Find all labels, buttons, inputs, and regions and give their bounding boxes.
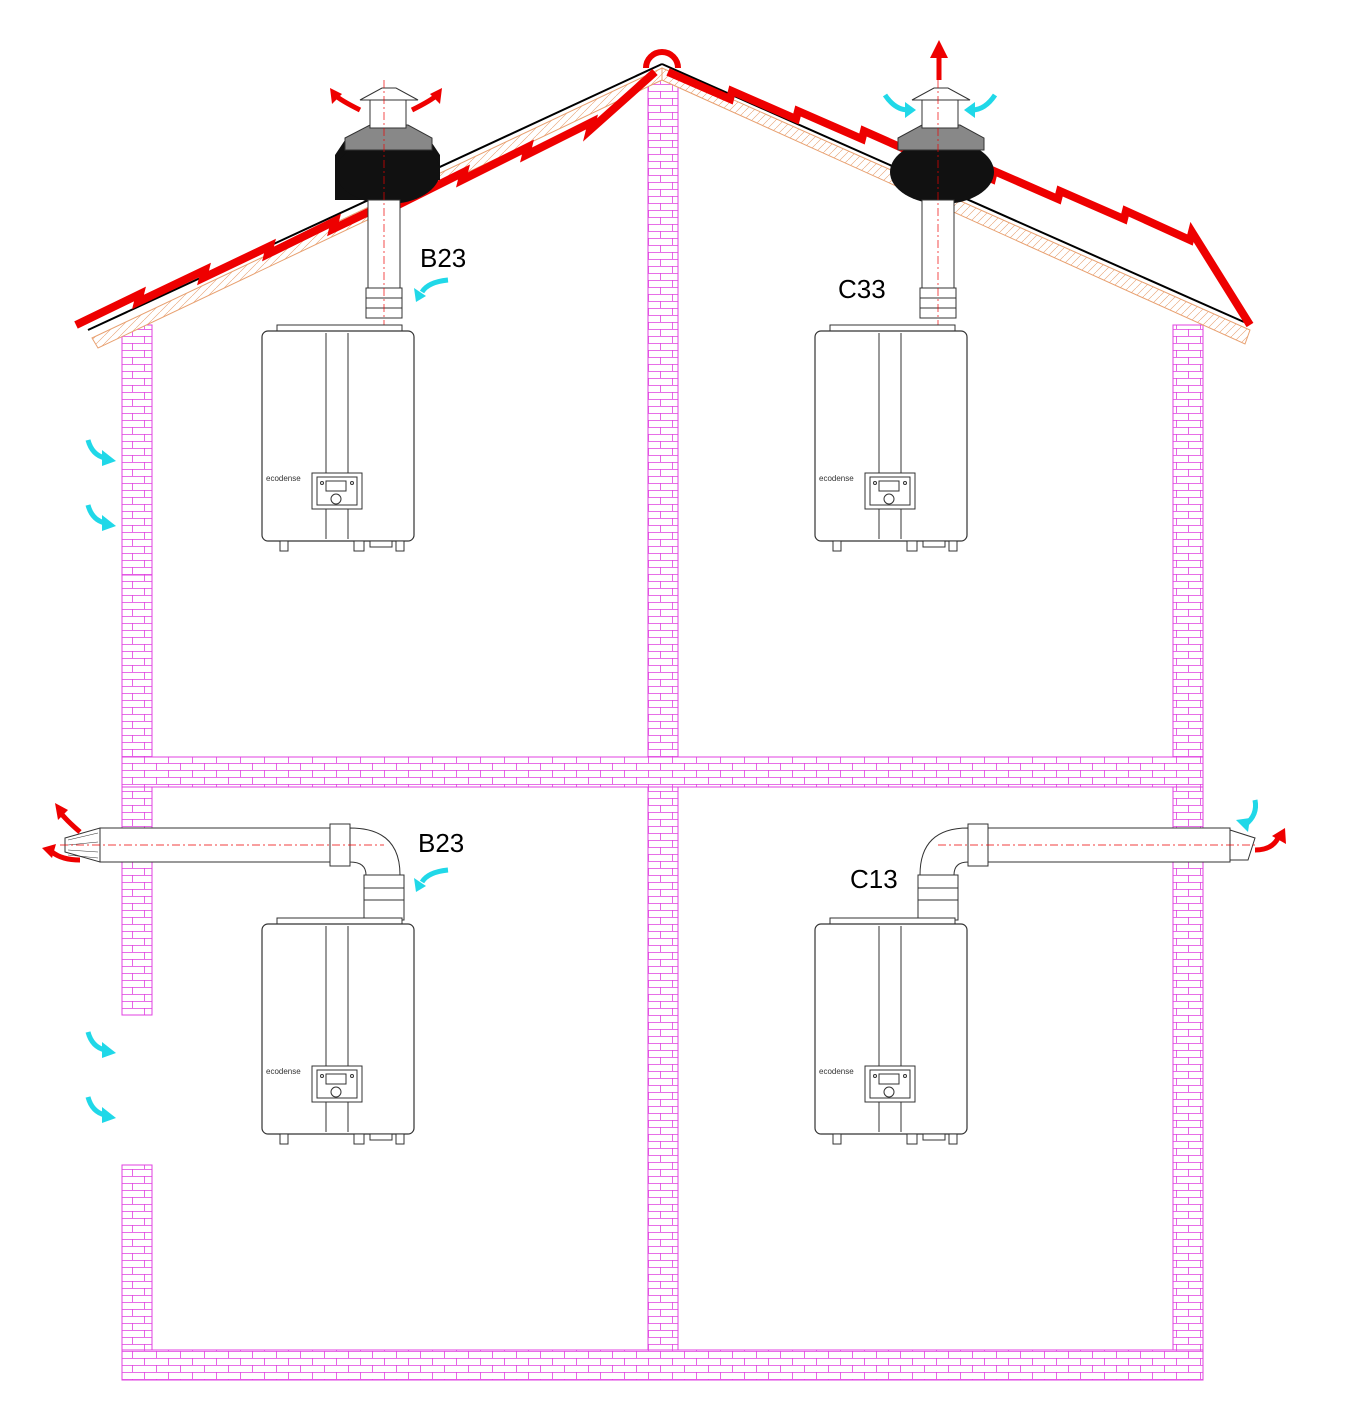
middle-floor [121, 756, 1204, 788]
boiler-brand-logo: ecodense [819, 1067, 854, 1076]
roof-timber-right [661, 67, 1251, 345]
roof-tiles-left [74, 69, 658, 329]
exhaust-arrow [1254, 836, 1281, 853]
intake-arrow [882, 93, 909, 113]
label-bottom-left: B23 [418, 828, 464, 858]
boiler-brand-logo: ecodense [266, 1067, 301, 1076]
boiler-unit: ecodense [814, 917, 968, 1145]
boiler-unit: ecodense [261, 917, 415, 1145]
exhaust-arrow [50, 849, 81, 863]
boiler-brand-logo: ecodense [266, 474, 301, 483]
flue-bottom-right [917, 823, 1256, 921]
house-walls [121, 79, 1204, 1381]
airflow-arrows [42, 40, 1286, 1123]
flue-bottom-left [60, 823, 405, 921]
boiler-brand-logo: ecodense [819, 474, 854, 483]
boilers: ecodense ecodense ecodense ecodense [261, 324, 968, 1145]
left-wall-middle [121, 574, 153, 1016]
flue-top-left [335, 80, 440, 330]
boiler-unit: ecodense [261, 324, 415, 552]
ground-floor [121, 1349, 1204, 1381]
left-wall-lower [121, 1164, 153, 1381]
flue-top-right [890, 80, 994, 330]
intake-arrow [419, 277, 449, 294]
label-top-right: C33 [838, 274, 886, 304]
label-top-left: B23 [420, 243, 466, 273]
center-wall [647, 79, 679, 1381]
intake-arrow [419, 867, 449, 884]
boiler-unit: ecodense [814, 324, 968, 552]
ridge-cap [643, 49, 681, 69]
left-wall-upper [121, 324, 153, 576]
label-bottom-right: C13 [850, 864, 898, 894]
intake-arrow [971, 93, 998, 113]
